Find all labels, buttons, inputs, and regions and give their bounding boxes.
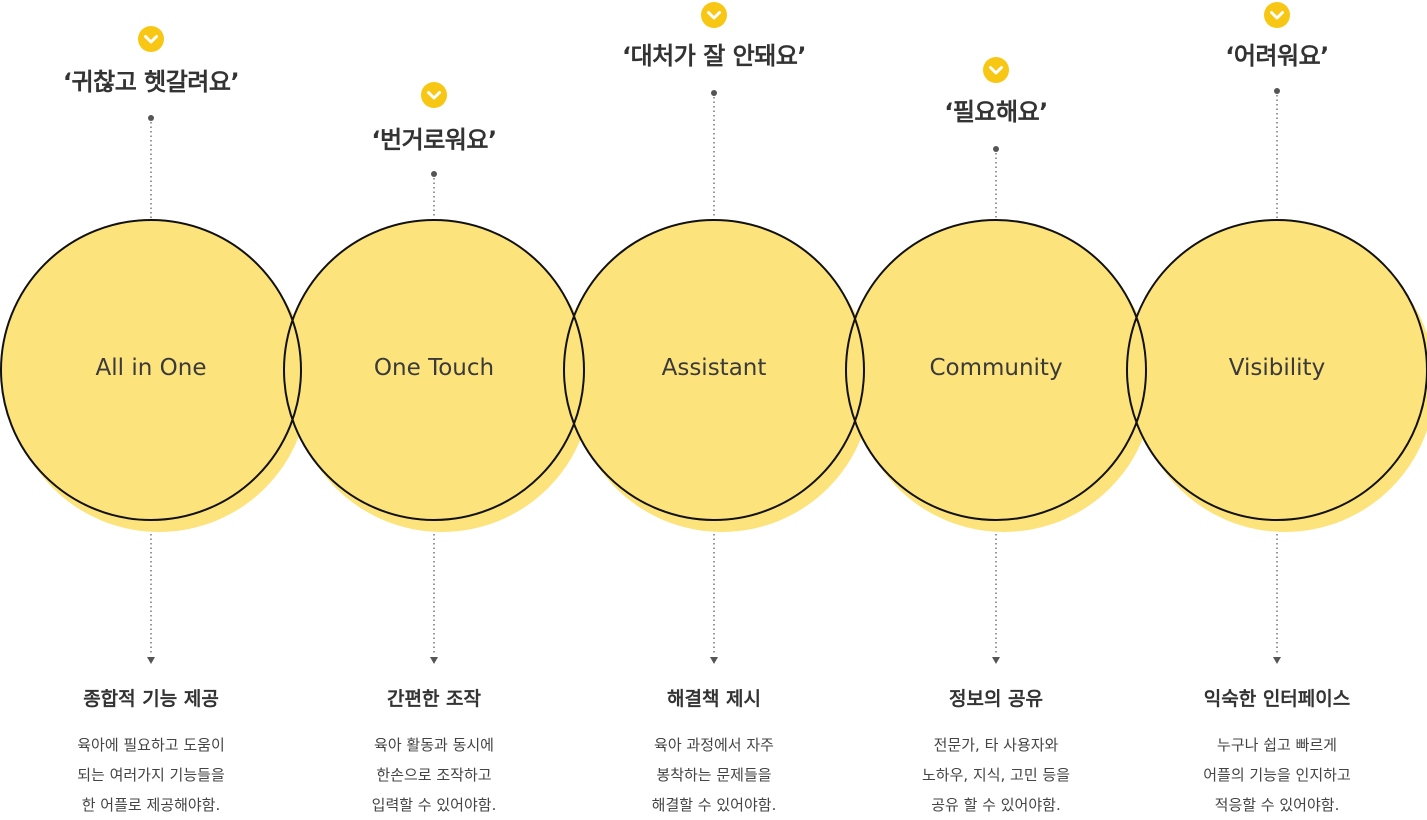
arrow-down-icon [710,657,718,664]
principle-circle-outline [845,219,1147,521]
connector-dot [431,171,437,177]
feature-description: 육아 활동과 동시에 한손으로 조작하고 입력할 수 있어야함. [294,730,574,820]
feature-title: 종합적 기능 제공 [83,688,219,710]
connector-dot [993,146,999,152]
feature-description-line: 육아에 필요하고 도움이 [77,736,225,754]
chevron-down-icon [138,26,164,52]
principle-circle-outline [283,219,585,521]
pain-point-quote: ‘어려워요’ [1225,42,1329,70]
connector-dot [711,90,717,96]
principle-label-assistant: Assistant [661,355,767,381]
pain-point-quote: ‘대처가 잘 안돼요’ [621,42,807,70]
arrow-down-icon [992,657,1000,664]
principle-circle-fill [284,220,584,520]
feature-description-line: 봉착하는 문제들을 [656,766,772,784]
principle-label-community: Community [929,355,1063,381]
feature-description-line: 누구나 쉽고 빠르게 [1217,736,1337,754]
principle-circle-fill [1,220,301,520]
chevron-down-icon [701,2,727,28]
feature-title: 익숙한 인터페이스 [1203,688,1351,710]
feature-description-line: 되는 여러가지 기능들을 [77,766,225,784]
connector-dot [148,115,154,121]
principle-label-visibility: Visibility [1228,355,1326,381]
feature-description: 육아 과정에서 자주 봉착하는 문제들을 해결할 수 있어야함. [574,730,854,820]
arrow-down-icon [1273,657,1281,664]
feature-title: 해결책 제시 [666,688,761,710]
principle-label-all-in-one: All in One [95,355,207,381]
feature-description: 전문가, 타 사용자와 노하우, 지식, 고민 등을 공유 할 수 있어야함. [856,730,1136,820]
chevron-down-icon [1264,2,1290,28]
feature-description-line: 한손으로 조작하고 [376,766,492,784]
feature-title: 정보의 공유 [948,688,1043,710]
pain-point-quote: ‘귀찮고 헷갈려요’ [62,68,240,96]
feature-description-line: 육아 과정에서 자주 [654,736,774,754]
feature-title: 간편한 조작 [386,688,481,710]
connector-dot [1274,88,1280,94]
feature-description: 육아에 필요하고 도움이 되는 여러가지 기능들을 한 어플로 제공해야함. [11,730,291,820]
arrow-down-icon [147,657,155,664]
feature-description-line: 육아 활동과 동시에 [374,736,494,754]
arrow-down-icon [430,657,438,664]
feature-description-line: 입력할 수 있어야함. [371,796,497,814]
principle-circle-fill [1127,220,1427,520]
feature-description-line: 전문가, 타 사용자와 [933,736,1059,754]
principle-circle-outline [0,219,302,521]
feature-description-line: 노하우, 지식, 고민 등을 [921,766,1071,784]
feature-description-line: 적응할 수 있어야함. [1214,796,1340,814]
feature-description-line: 어플의 기능을 인지하고 [1203,766,1351,784]
principle-circle-fill [846,220,1146,520]
principle-circle-fill [564,220,864,520]
feature-description-line: 해결할 수 있어야함. [651,796,777,814]
chevron-down-icon [421,82,447,108]
pain-point-quote: ‘번거로워요’ [371,126,497,154]
feature-description: 누구나 쉽고 빠르게 어플의 기능을 인지하고 적응할 수 있어야함. [1137,730,1417,820]
principle-circle-outline [1126,219,1427,521]
chevron-down-icon [983,57,1009,83]
principle-label-one-touch: One Touch [373,355,495,381]
feature-description-line: 한 어플로 제공해야함. [81,796,221,814]
feature-description-line: 공유 할 수 있어야함. [931,796,1061,814]
principle-circle-outline [563,219,865,521]
pain-point-quote: ‘필요해요’ [944,98,1048,126]
